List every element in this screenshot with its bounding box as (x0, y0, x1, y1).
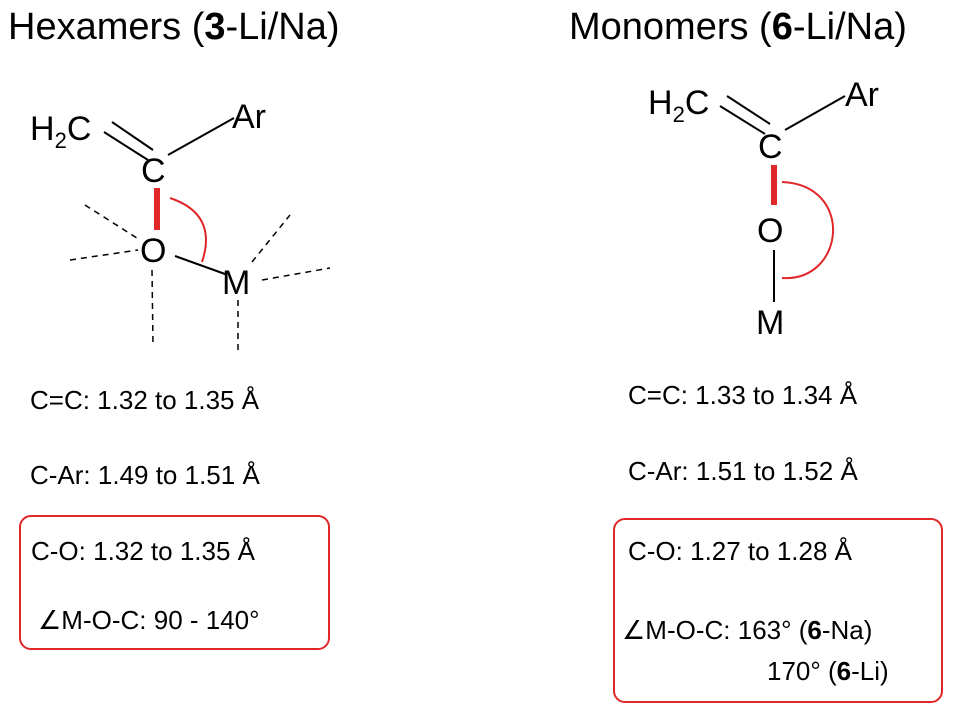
right-mo-c-angle-na: ∠M-O-C: 163° (6-Na) (622, 615, 873, 645)
right-mo-c-angle-li: 170° (6-Li) (767, 656, 889, 686)
left-c-ar-bond (167, 117, 235, 156)
left-co-length: C-O: 1.32 to 1.35 Å (31, 536, 256, 566)
left-dashed-bonds (69, 204, 331, 355)
left-o-label: O (140, 232, 166, 270)
right-h2c-label: H2C (648, 84, 709, 127)
left-car-length: C-Ar: 1.49 to 1.51 Å (30, 460, 260, 490)
right-m-label: M (756, 304, 784, 342)
left-double-bond-b (111, 121, 154, 151)
hexamers-title: Hexamers (3-Li/Na) (8, 6, 340, 48)
left-highlight-box (19, 515, 330, 650)
left-cc-length: C=C: 1.32 to 1.35 Å (30, 385, 260, 415)
right-o-label: O (757, 212, 783, 250)
left-mo-c-angle: ∠M-O-C: 90 - 140° (38, 605, 260, 635)
monomers-title: Monomers (6-Li/Na) (569, 6, 907, 48)
right-double-bond-b (726, 95, 771, 125)
right-double-bond-a (719, 105, 766, 135)
left-o-m-bond (174, 255, 226, 275)
monomer-structure: H2C Ar C O M (648, 76, 879, 342)
hexamer-structure: H2C Ar C O M (30, 98, 331, 355)
right-c-ar-bond (784, 95, 846, 131)
right-cc-length: C=C: 1.33 to 1.34 Å (628, 380, 858, 410)
left-h2c-label: H2C (30, 110, 91, 153)
right-angle-arc (781, 181, 834, 280)
right-co-length: C-O: 1.27 to 1.28 Å (628, 536, 853, 566)
left-angle-arc (169, 197, 207, 263)
left-m-label: M (222, 264, 250, 302)
left-double-bond-a (103, 131, 149, 161)
right-c-label: C (758, 128, 783, 166)
right-ar-label: Ar (845, 76, 879, 114)
right-car-length: C-Ar: 1.51 to 1.52 Å (628, 456, 858, 486)
left-ar-label: Ar (232, 98, 266, 136)
right-highlight-box (613, 518, 943, 703)
